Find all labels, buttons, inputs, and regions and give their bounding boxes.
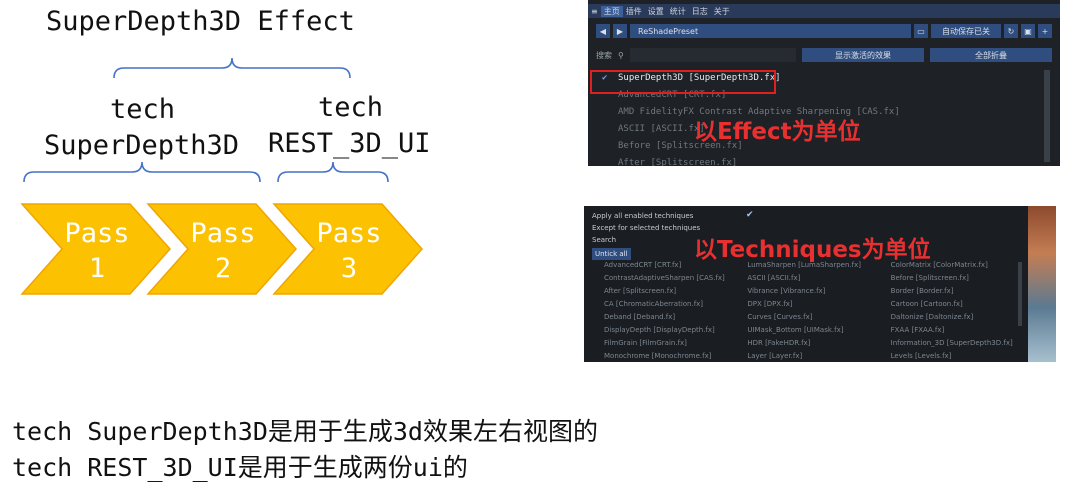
tab-settings[interactable]: 设置 [647,6,664,16]
tab-statistics[interactable]: 统计 [669,6,686,16]
search-icon: ⚲ [618,50,624,60]
technique-list-screenshot: Apply all enabled techniques Except for … [584,206,1056,362]
technique-item[interactable]: UIMask_Bottom [UIMask.fx] [747,326,844,334]
preset-name: ReShadePreset [638,26,699,36]
note-line-1: tech SuperDepth3D是用于生成3d效果左右视图的 [12,417,598,446]
technique-grid: AdvancedCRT [CRT.fx] LumaSharpen [LumaSh… [592,260,1022,362]
technique-item[interactable]: DisplayDepth [DisplayDepth.fx] [604,326,715,334]
tab-bar: ≡ 主页 插件 设置 统计 日志 关于 [588,4,1060,18]
add-icon[interactable]: + [1038,24,1052,38]
note-line-2: tech REST_3D_UI是用于生成两份ui的 [12,453,468,482]
technique-item[interactable]: Daltonize [Daltonize.fx] [890,313,974,321]
pass-diagram: Pass 1 Pass 2 Pass 3 [20,57,424,295]
technique-item[interactable]: ContrastAdaptiveSharpen [CAS.fx] [604,274,725,282]
folder-icon[interactable]: ▭ [914,24,928,38]
technique-item[interactable]: Levels [Levels.fx] [890,352,952,360]
effect-brace [113,57,351,79]
technique-item[interactable]: Vibrance [Vibrance.fx] [747,287,826,295]
untick-all-button[interactable]: Untick all [592,248,631,260]
technique-item[interactable]: After [Splitscreen.fx] [604,287,677,295]
menu-icon: ≡ [591,6,598,16]
effect-label: SuperDepth3D Effect [46,6,355,37]
pass3-chevron [272,203,424,295]
technique-item[interactable]: HDR [FakeHDR.fx] [747,339,811,347]
tab-about[interactable]: 关于 [713,6,730,16]
tech1-label-line1: tech [110,94,176,125]
effect-item[interactable]: AdvancedCRT [CRT.fx] [618,90,727,100]
scrollbar[interactable] [1018,262,1022,326]
show-active-button[interactable]: 显示激活的效果 [802,48,924,62]
effect-list: ✔SuperDepth3D [SuperDepth3D.fx] Advanced… [596,70,1044,166]
technique-item[interactable]: Border [Border.fx] [890,287,954,295]
search-row: 搜索 ⚲ 显示激活的效果 全部折叠 [596,48,1052,62]
pass2-chevron [146,203,298,295]
technique-item[interactable]: CA [ChromaticAberration.fx] [604,300,704,308]
effect-annotation: 以Effect为单位 [694,119,861,145]
technique-item[interactable]: ASCII [ASCII.fx] [747,274,801,282]
collapse-all-button[interactable]: 全部折叠 [930,48,1052,62]
tech1-brace [23,161,261,183]
technique-item[interactable]: AdvancedCRT [CRT.fx] [604,261,682,269]
technique-item[interactable]: Information_3D [SuperDepth3D.fx] [890,339,1013,347]
check-icon[interactable]: ✔ [746,210,754,220]
technique-item[interactable]: Cartoon [Cartoon.fx] [890,300,963,308]
pass3-number: 3 [341,253,357,284]
effect-item[interactable]: ✔SuperDepth3D [SuperDepth3D.fx] [596,70,1044,87]
tab-log[interactable]: 日志 [691,6,708,16]
tech2-label-line2: REST_3D_UI [268,128,431,159]
apply-all-option[interactable]: Apply all enabled techniques [592,212,694,220]
technique-item[interactable]: Layer [Layer.fx] [747,352,803,360]
technique-item[interactable]: Curves [Curves.fx] [747,313,813,321]
technique-item[interactable]: Monochrome [Monochrome.fx] [604,352,712,360]
technique-item[interactable]: Before [Splitscreen.fx] [890,274,969,282]
technique-item[interactable]: ColorMatrix [ColorMatrix.fx] [890,261,988,269]
technique-item[interactable]: Deband [Deband.fx] [604,313,676,321]
search-label: Search [592,236,617,244]
tech1-label-line2: SuperDepth3D [44,130,240,161]
search-label: 搜索 [596,50,612,60]
pass3-label: Pass [316,218,381,249]
technique-item[interactable]: DPX [DPX.fx] [747,300,793,308]
check-icon: ✔ [602,73,608,83]
pass1-label: Pass [64,218,129,249]
pass2-number: 2 [215,253,231,284]
save-icon[interactable]: ▣ [1021,24,1035,38]
effect-item[interactable]: ASCII [ASCII.fx] [618,124,705,134]
technique-options: Apply all enabled techniques Except for … [592,210,700,260]
effect-item[interactable]: Before [Splitscreen.fx] [618,141,743,151]
highlight-box [590,70,776,94]
technique-item[interactable]: FXAA [FXAA.fx] [890,326,945,334]
preset-row: ◀ ▶ ReShadePreset ▭ 自动保存已关 ↻ ▣ + [596,24,1052,38]
pass1-chevron [20,203,172,295]
scrollbar[interactable] [1044,70,1050,162]
prev-preset-icon[interactable]: ◀ [596,24,610,38]
reload-icon[interactable]: ↻ [1004,24,1018,38]
tech2-brace [277,161,389,183]
reshade-home-screenshot: ≡ 主页 插件 设置 统计 日志 关于 ◀ ▶ ReShadePreset ▭ … [588,0,1060,166]
tab-home[interactable]: 主页 [600,5,623,17]
search-input[interactable] [629,48,796,62]
technique-item[interactable]: LumaSharpen [LumaSharpen.fx] [747,261,861,269]
tech2-label-line1: tech [318,92,384,123]
except-selected-option[interactable]: Except for selected techniques [592,224,701,232]
tab-addons[interactable]: 插件 [625,6,642,16]
technique-item[interactable]: FilmGrain [FilmGrain.fx] [604,339,687,347]
preset-selector[interactable]: ReShadePreset [630,24,911,38]
technique-annotation: 以Techniques为单位 [694,237,931,263]
effect-item[interactable]: After [Splitscreen.fx] [618,158,738,166]
pass2-label: Pass [190,218,255,249]
background-photo [1028,206,1056,362]
auto-save-button[interactable]: 自动保存已关 [931,24,1001,38]
effect-item[interactable]: AMD FidelityFX Contrast Adaptive Sharpen… [618,107,900,117]
pass1-number: 1 [89,253,105,284]
next-preset-icon[interactable]: ▶ [613,24,627,38]
